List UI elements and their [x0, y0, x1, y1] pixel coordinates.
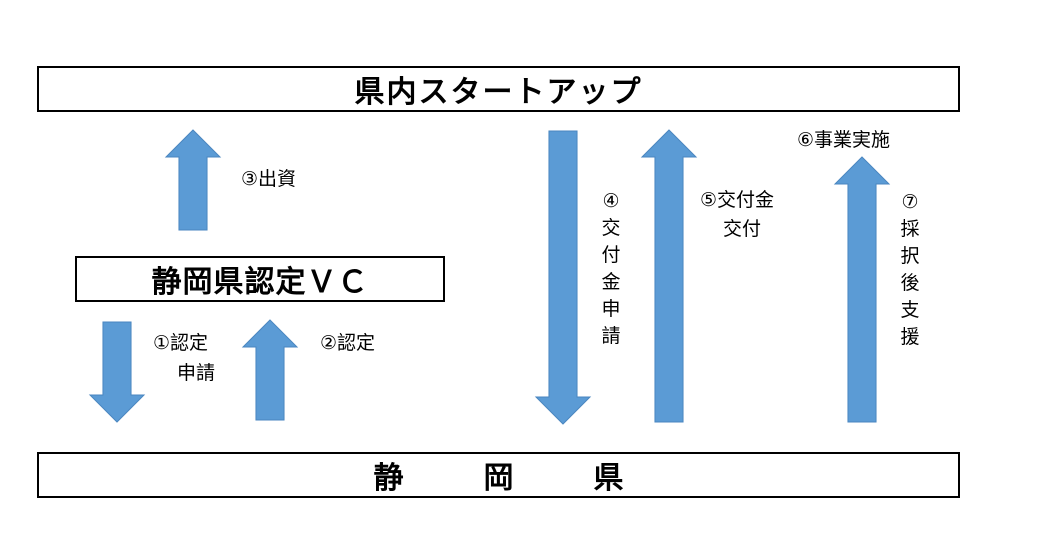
bottom-box-char: 県: [593, 461, 624, 496]
arrow-shape: [164, 129, 222, 231]
step1-label-line1: ①認定: [153, 332, 209, 354]
step7-arrow: [833, 156, 891, 423]
bottom-box-char: 静: [373, 461, 404, 496]
startup-box: 県内スタートアップ: [37, 66, 960, 112]
arrow-shape: [241, 319, 299, 421]
arrow-shape: [88, 321, 146, 423]
step1-arrow: [88, 321, 146, 423]
step2-arrow: [241, 319, 299, 421]
certified-vc-box: 静岡県認定ＶＣ: [75, 256, 445, 302]
arrow-shape: [640, 129, 698, 423]
step1-label-line2: 申請: [177, 362, 216, 384]
step7-label: ⑦ 採 択 後 支 援: [900, 191, 920, 348]
step3-label: ③出資: [241, 168, 297, 190]
step5-label-line1: ⑤交付金: [700, 189, 775, 211]
arrow-shape: [833, 156, 891, 423]
step6-label: ⑥事業実施: [797, 129, 891, 151]
step4-arrow: [534, 130, 592, 425]
step5-arrow: [640, 129, 698, 423]
step2-label: ②認定: [320, 332, 376, 354]
bottom-box-char: 岡: [483, 461, 514, 496]
step5-label-line2: 交付: [723, 218, 762, 240]
step3-arrow: [164, 129, 222, 231]
step4-label: ④ 交 付 金 申 請: [601, 190, 621, 347]
shizuoka-prefecture-box: 静 岡 県: [37, 452, 960, 498]
arrow-shape: [534, 130, 592, 425]
